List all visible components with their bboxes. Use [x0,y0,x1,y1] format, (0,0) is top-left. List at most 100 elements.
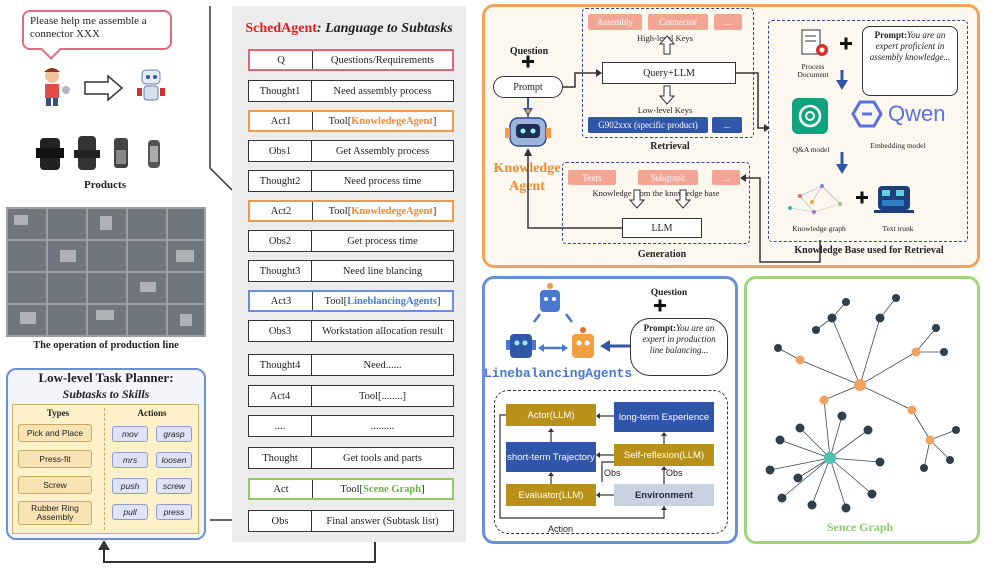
type-pick-and-place: Pick and Place [18,424,92,442]
sched-row-key: Obs [249,511,312,531]
embedding-model-label: Embedding model [870,141,926,150]
arrow-right-icon [84,74,124,102]
gen-chip: ... [712,170,740,185]
tool-prefix: Tool[ [328,115,352,127]
sched-row-key: Thought2 [249,171,312,191]
planner-divider [104,408,105,530]
sched-row-value: Tool[........] [358,390,407,402]
obs-label-1: Obs [604,468,621,478]
robot-icon [540,283,560,312]
qwen-logo-icon [851,100,883,128]
robot-icon [572,327,594,358]
sched-row-value: Get Assembly process [335,145,430,157]
sched-row-value: Need process time [343,175,422,187]
type-rubber-ring-assembly: Rubber Ring Assembly [18,501,92,525]
sched-row-value: Get tools and parts [342,452,423,464]
tool-suffix: ] [432,115,437,127]
sched-row-key: Act2 [250,202,313,220]
production-line-photos [6,207,206,337]
products-label: Products [84,179,126,191]
knowledge-base-box [768,20,968,242]
low-key-chip-more: ... [712,117,742,133]
action-screw: screw [156,478,192,494]
sched-row-value: Tool[LineblancingAgents] [313,292,452,310]
graph-node [765,294,960,513]
sched-row-value: Tool[KnowledegeAgent] [313,202,452,220]
sched-row-value: Need line blancing [342,265,423,277]
gen-llm-box: LLM [622,218,702,238]
tool-name: Scene Graph [363,483,422,495]
sched-row: Thought2 Need process time [248,170,454,192]
sched-row-value: Tool[Scene Graph] [313,480,452,498]
ka-agent-label-1: Knowledge [493,161,561,176]
tool-suffix: ] [436,295,441,307]
schedagent-title-suffix: : Language to Subtasks [316,21,453,36]
robot-icon [137,69,165,101]
linebalancing-title: LinebalancingAgents [483,365,633,381]
sched-row: Act1 Tool[KnowledegeAgent] [248,110,454,132]
lb-question-label: Question [650,288,688,298]
query-llm-box: Query+LLM [602,62,736,84]
text-trunk-label: Text trunk [882,223,914,233]
sched-row: ............. [248,415,454,437]
action-mov: mov [112,426,148,442]
openai-logo-icon [792,98,828,134]
sched-row-value: Need assembly process [333,85,432,97]
sched-row-value: ......... [370,420,395,432]
tool-prefix: Tool[ [340,483,364,495]
planner-title-2: Subtasks to Skills [62,386,150,401]
user-request-text: Please help me assemble a connector XXX [30,15,147,40]
plus-icon [856,191,868,204]
document-gear-icon [801,29,828,56]
person-icon [44,68,70,106]
action-push: push [112,478,148,494]
tool-name: LineblancingAgents [347,295,437,307]
type-screw: Screw [18,476,92,494]
tool-prefix: Tool[ [328,205,352,217]
sched-row-key: .... [249,416,312,436]
scene-graph-title: Sence Graph [826,519,894,534]
self-reflexion-box: Self-reflexion(LLM) [614,444,714,466]
tool-name: KnowledegeAgent [351,115,433,127]
shortterm-trajectory-box: short-term Trajectory [506,442,596,472]
action-mrs: mrs [112,452,148,468]
sched-row-key: Act1 [250,112,313,130]
ka-prompt-box: Prompt [493,76,563,98]
lb-prompt-label: Prompt: [643,323,676,333]
types-header: Types [46,408,70,418]
sched-row-value: Workstation allocation result [321,325,444,337]
plus-icon [654,299,666,312]
high-key-chip: Connector [648,14,708,30]
action-pull: pull [112,504,148,520]
sched-row: Obs3 Workstation allocation result [248,320,454,342]
obs-label-2: Obs [666,468,683,478]
sched-row-key: Q [250,51,313,69]
kb-prompt-label: Prompt: [874,30,907,40]
sched-row-key: Act [250,480,313,498]
gen-chip: Texts [568,170,616,185]
sched-row-key: Obs1 [249,141,312,161]
evaluator-llm-box: Evaluator(LLM) [506,484,596,506]
schedagent-title-prefix: SchedAgent [245,21,317,36]
sched-row-key: Obs2 [249,231,312,251]
tool-prefix: Tool[ [324,295,348,307]
sched-row-key: Act3 [250,292,313,310]
qwen-logo-text: Qwen [888,101,946,126]
action-loosen: loosen [156,452,192,468]
sched-row-key: Thought3 [249,261,312,281]
sched-row-key: Obs3 [249,321,312,341]
production-line-label: The operation of production line [33,339,179,351]
type-press-fit: Press-fit [18,450,92,468]
user-request-bubble: Please help me assemble a connector XXX [22,10,172,50]
